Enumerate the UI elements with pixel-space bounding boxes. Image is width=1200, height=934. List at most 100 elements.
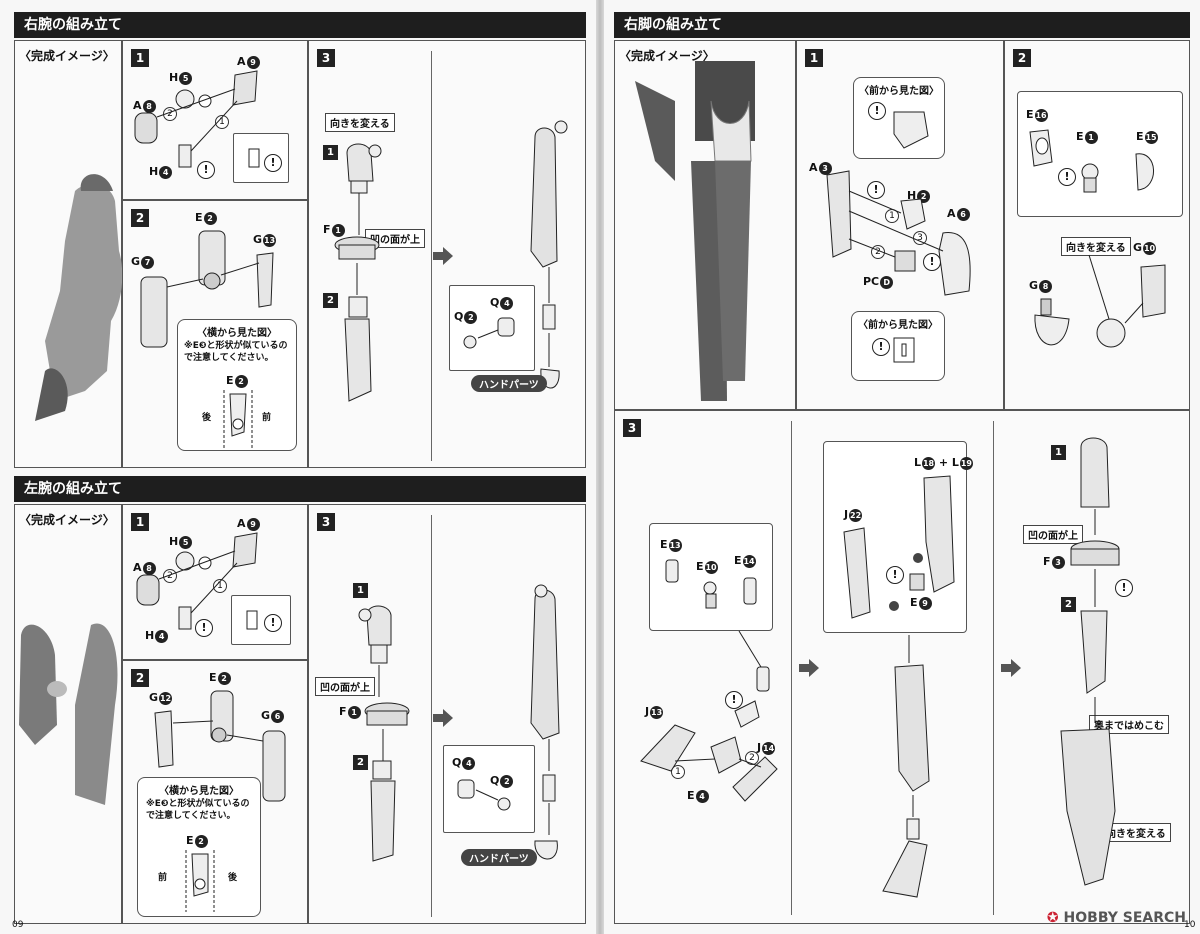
warning-icon: ! <box>264 614 282 632</box>
figure-silhouette <box>19 623 118 805</box>
warning-icon: ! <box>197 161 215 179</box>
detail-callout: ! <box>233 133 289 183</box>
ankle-assembly-drawing <box>640 630 778 802</box>
step-number: 2 <box>131 669 149 687</box>
order-2: 2 <box>163 569 177 583</box>
substep-2: 2 <box>353 755 368 770</box>
left-arm-header: 左腕の組み立て <box>14 476 586 502</box>
step2-parts-drawing <box>140 230 274 348</box>
book-spine <box>596 0 604 934</box>
divider <box>993 421 994 915</box>
callout-title: 〈前から見た図〉 <box>858 320 938 331</box>
figure-legs-silhouette <box>635 61 755 401</box>
step-number: 1 <box>131 513 149 531</box>
page-number: 10 <box>1184 920 1196 930</box>
figure-silhouette <box>35 174 123 421</box>
step1-parts-drawing <box>134 70 260 168</box>
warning-icon: ! <box>1115 579 1133 597</box>
completed-image-label: 〈完成イメージ〉 <box>19 513 115 527</box>
order-1: 1 <box>213 579 227 593</box>
change-direction-tag: 向きを変える <box>1101 823 1171 842</box>
joint-drawing <box>1029 129 1154 193</box>
step-number: 1 <box>805 49 823 67</box>
next-arrow <box>799 659 819 677</box>
hand-joint-drawing <box>463 317 515 349</box>
back-label: 後 <box>228 873 238 883</box>
step-number: 3 <box>317 513 335 531</box>
step-number: 1 <box>131 49 149 67</box>
step2-parts-drawing <box>154 690 286 802</box>
substep-2: 2 <box>1061 597 1076 612</box>
step-number: 3 <box>317 49 335 67</box>
step3-assembled-arm <box>530 584 560 860</box>
step-number: 2 <box>131 209 149 227</box>
divider <box>431 51 432 461</box>
side-view-drawing <box>185 850 215 912</box>
order-2: 2 <box>163 107 177 121</box>
knee-assembly-drawing <box>1060 437 1120 886</box>
right-arm-image-panel: 〈完成イメージ〉 <box>14 40 123 468</box>
completed-image-label: 〈完成イメージ〉 <box>619 49 715 63</box>
substep-1: 1 <box>323 145 338 160</box>
back-label: 後 <box>202 413 212 423</box>
warning-icon: ! <box>886 566 904 584</box>
next-arrow <box>433 247 453 265</box>
warning-icon: ! <box>1058 168 1076 186</box>
front-view-callout-top: 〈前から見た図〉 ! <box>853 77 945 159</box>
order-1: 1 <box>215 115 229 129</box>
substep-2: 2 <box>323 293 338 308</box>
hobby-search-watermark: ✪ HOBBY SEARCH <box>1046 910 1186 926</box>
callout-title: 〈前から見た図〉 <box>859 86 939 97</box>
hand-parts-tag: ハンドパーツ <box>461 849 537 866</box>
callout-title: 〈横から見た図〉 <box>197 328 277 339</box>
step3-assembled-arm <box>530 120 568 389</box>
warning-icon: ! <box>868 102 886 120</box>
warning-icon: ! <box>264 154 282 172</box>
concave-up-tag: 凹の面が上 <box>315 677 375 696</box>
substep-1: 1 <box>353 583 368 598</box>
order-1: 1 <box>671 765 685 779</box>
front-label: 前 <box>262 413 272 423</box>
step2-leg-drawing <box>1034 254 1166 348</box>
order-2: 2 <box>745 751 759 765</box>
warning-icon: ! <box>867 181 885 199</box>
